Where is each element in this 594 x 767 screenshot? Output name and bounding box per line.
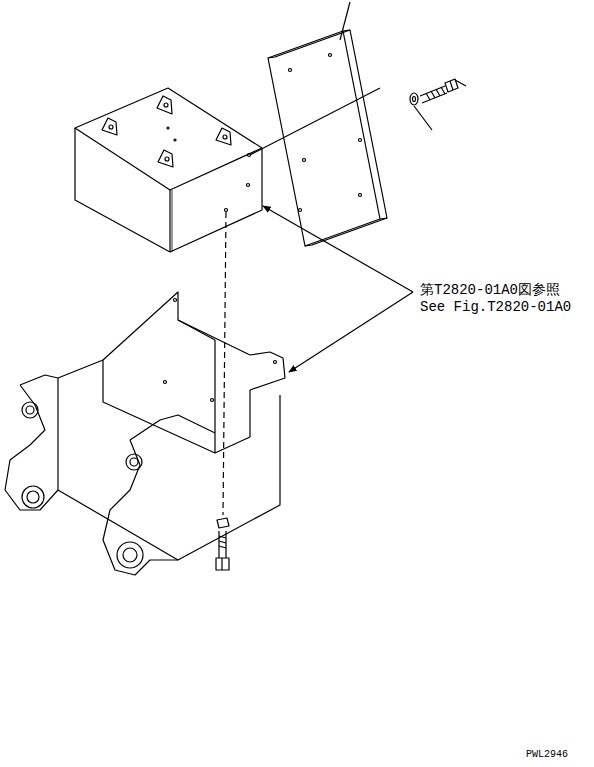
reference-leaders	[263, 206, 413, 372]
drawing-number: PWL2946	[526, 747, 568, 763]
bolt	[216, 518, 229, 570]
plate	[268, 2, 387, 246]
reference-note: See Fig.T2820-01A0	[420, 299, 571, 315]
bolt-washer	[410, 79, 466, 130]
bracket	[5, 292, 285, 575]
reference-note: 第T2820-01A0図参照	[420, 282, 560, 298]
box	[75, 88, 380, 515]
